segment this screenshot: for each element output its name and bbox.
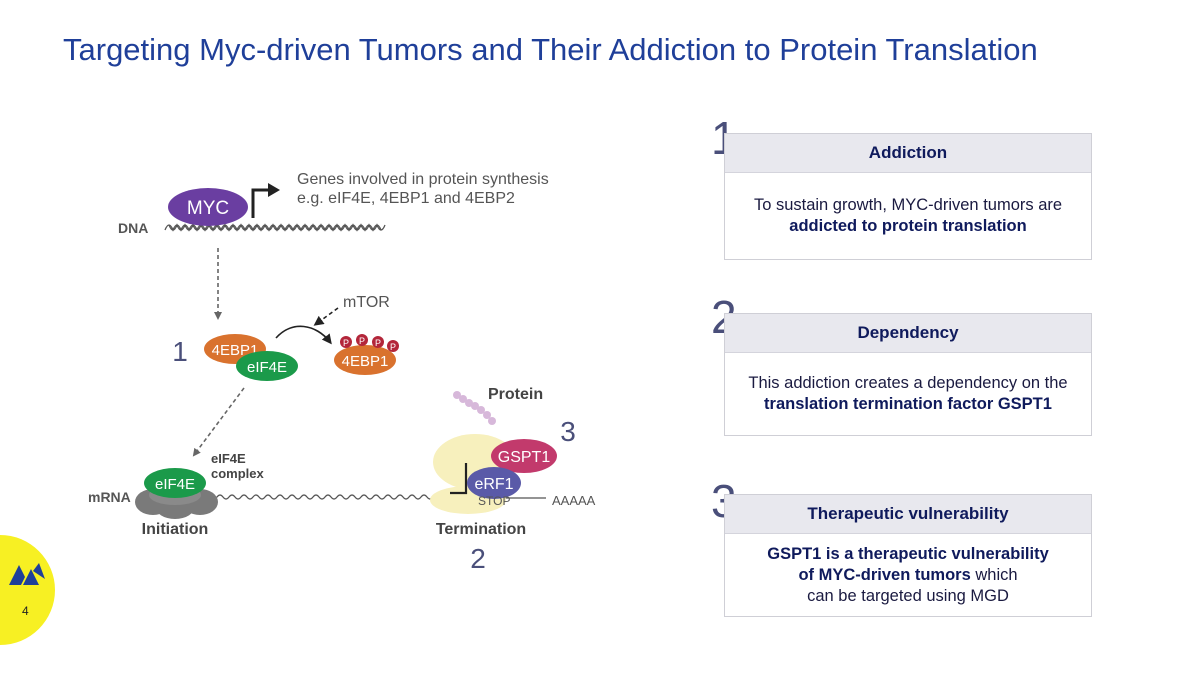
gspt1-label: GSPT1 xyxy=(498,449,551,466)
card-dependency-body: This addiction creates a dependency on t… xyxy=(725,353,1091,435)
card-therapeutic-line-3: can be targeted using MGD xyxy=(807,586,1009,605)
eif4e-initiation xyxy=(144,468,206,498)
mrna-label: mRNA xyxy=(88,489,131,505)
gspt1-protein xyxy=(491,439,557,473)
genes-label: Genes involved in protein synthesis xyxy=(297,171,549,188)
page-title: Targeting Myc-driven Tumors and Their Ad… xyxy=(63,32,1038,67)
genes-example-label: e.g. eIF4E, 4EBP1 and 4EBP2 xyxy=(297,190,515,207)
transcription-start-arrow xyxy=(251,188,270,218)
svg-text:P: P xyxy=(390,342,396,352)
myc-label: MYC xyxy=(187,198,229,219)
phosphate-groups: P P P P xyxy=(340,334,399,352)
card-therapeutic-bold-1: GSPT1 is a therapeutic vulnerability xyxy=(767,544,1049,563)
card-addiction: Addiction To sustain growth, MYC-driven … xyxy=(724,133,1092,260)
phosphorylation-arrow xyxy=(275,325,332,345)
complex-arrow xyxy=(192,387,245,457)
card-dependency: Dependency This addiction creates a depe… xyxy=(724,313,1092,436)
dna-label: DNA xyxy=(118,220,148,236)
svg-text:P: P xyxy=(375,338,381,348)
transcription-arrow-head xyxy=(268,183,280,197)
eif4e-bound xyxy=(236,351,298,381)
erf1-protein xyxy=(467,467,521,499)
step-2-number: 2 xyxy=(470,543,486,574)
eif4e-bound-label: eIF4E xyxy=(247,359,287,376)
termination-label: Termination xyxy=(436,521,526,538)
card-addiction-text: To sustain growth, MYC-driven tumors are xyxy=(753,196,1063,214)
eif4e-initiation-label: eIF4E xyxy=(155,476,195,493)
eif4e-complex-label-1: eIF4E xyxy=(211,451,246,466)
card-therapeutic-heading: Therapeutic vulnerability xyxy=(725,495,1091,534)
dna-strand-b xyxy=(168,223,386,231)
page-number: 4 xyxy=(22,604,29,618)
card-therapeutic-line-2: of MYC-driven tumors which xyxy=(798,565,1018,584)
card-therapeutic-vulnerability: Therapeutic vulnerability GSPT1 is a the… xyxy=(724,494,1092,617)
mtor-label: mTOR xyxy=(343,294,390,311)
trna-stem xyxy=(450,463,468,495)
stop-codon-label: STOP xyxy=(478,494,510,508)
mrna-strand xyxy=(204,494,446,500)
company-logo-icon xyxy=(9,563,45,585)
initiation-label: Initiation xyxy=(142,521,209,538)
step-3-number: 3 xyxy=(560,416,576,447)
card-therapeutic-body: GSPT1 is a therapeutic vulnerability of … xyxy=(725,534,1091,616)
card-addiction-bold: addicted to protein translation xyxy=(789,217,1027,235)
polya-label: AAAAA xyxy=(552,493,596,508)
card-dependency-text: This addiction creates a dependency on t… xyxy=(748,374,1068,392)
step-1-number: 1 xyxy=(172,336,188,367)
card-dependency-heading: Dependency xyxy=(725,314,1091,353)
svg-text:P: P xyxy=(343,338,349,348)
protein-label: Protein xyxy=(488,386,543,403)
card-dependency-bold: translation termination factor GSPT1 xyxy=(764,395,1052,413)
eif4e-complex-label-2: complex xyxy=(211,466,265,481)
protein-chain xyxy=(453,391,496,425)
myc-protein xyxy=(168,188,248,226)
svg-text:P: P xyxy=(359,336,365,346)
ebp1-phosphorylated-label: 4EBP1 xyxy=(342,353,389,370)
erf1-label: eRF1 xyxy=(474,476,513,493)
card-addiction-body: To sustain growth, MYC-driven tumors are… xyxy=(725,173,1091,259)
myc-translation-diagram: DNA MYC Genes involved in protein synthe… xyxy=(88,171,596,574)
card-addiction-heading: Addiction xyxy=(725,134,1091,173)
ebp1-phosphorylated xyxy=(334,345,396,375)
mtor-arrow xyxy=(313,307,339,326)
